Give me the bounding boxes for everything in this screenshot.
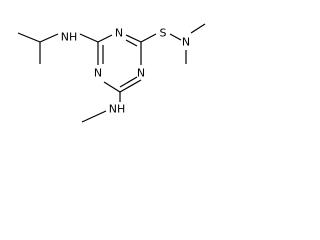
atom-amine-isopropyl: NH	[61, 31, 78, 44]
bond-isopropyl-methyl-left	[17, 32, 41, 43]
bond-n-methyl-up	[190, 23, 206, 34]
bond-ring-c-right-to-s	[140, 33, 157, 43]
bond-s-to-n	[169, 33, 182, 41]
bond-ring-n-right-to-c-bottom-double	[119, 76, 138, 88]
bond-ring-c-left-to-n-top	[97, 34, 113, 43]
atom-dimethylamino-n: N	[182, 36, 190, 49]
molecule-structure: NH N S N N N NH	[17, 23, 206, 123]
atom-ring-n-top: N	[115, 27, 123, 40]
bond-ring-c-bottom-to-n-left	[103, 81, 121, 93]
atom-labels: NH N S N N N NH	[61, 27, 190, 116]
bond-ring-n-top-to-c-right	[125, 34, 142, 43]
bond-nh-to-methyl	[81, 110, 107, 123]
bond-isopropyl-to-nh	[39, 33, 59, 43]
bond-ring-n-right-to-c-bottom	[119, 79, 142, 93]
bond-ring-n-top-to-c-right-double	[125, 39, 138, 47]
atom-ring-n-bottom: N	[137, 67, 145, 80]
atom-amine-methyl: NH	[109, 103, 126, 116]
bonds	[17, 23, 206, 123]
atom-sulfur: S	[160, 27, 167, 40]
bond-nh-to-ring-c-left	[79, 33, 99, 43]
atom-ring-n-left: N	[94, 67, 102, 80]
